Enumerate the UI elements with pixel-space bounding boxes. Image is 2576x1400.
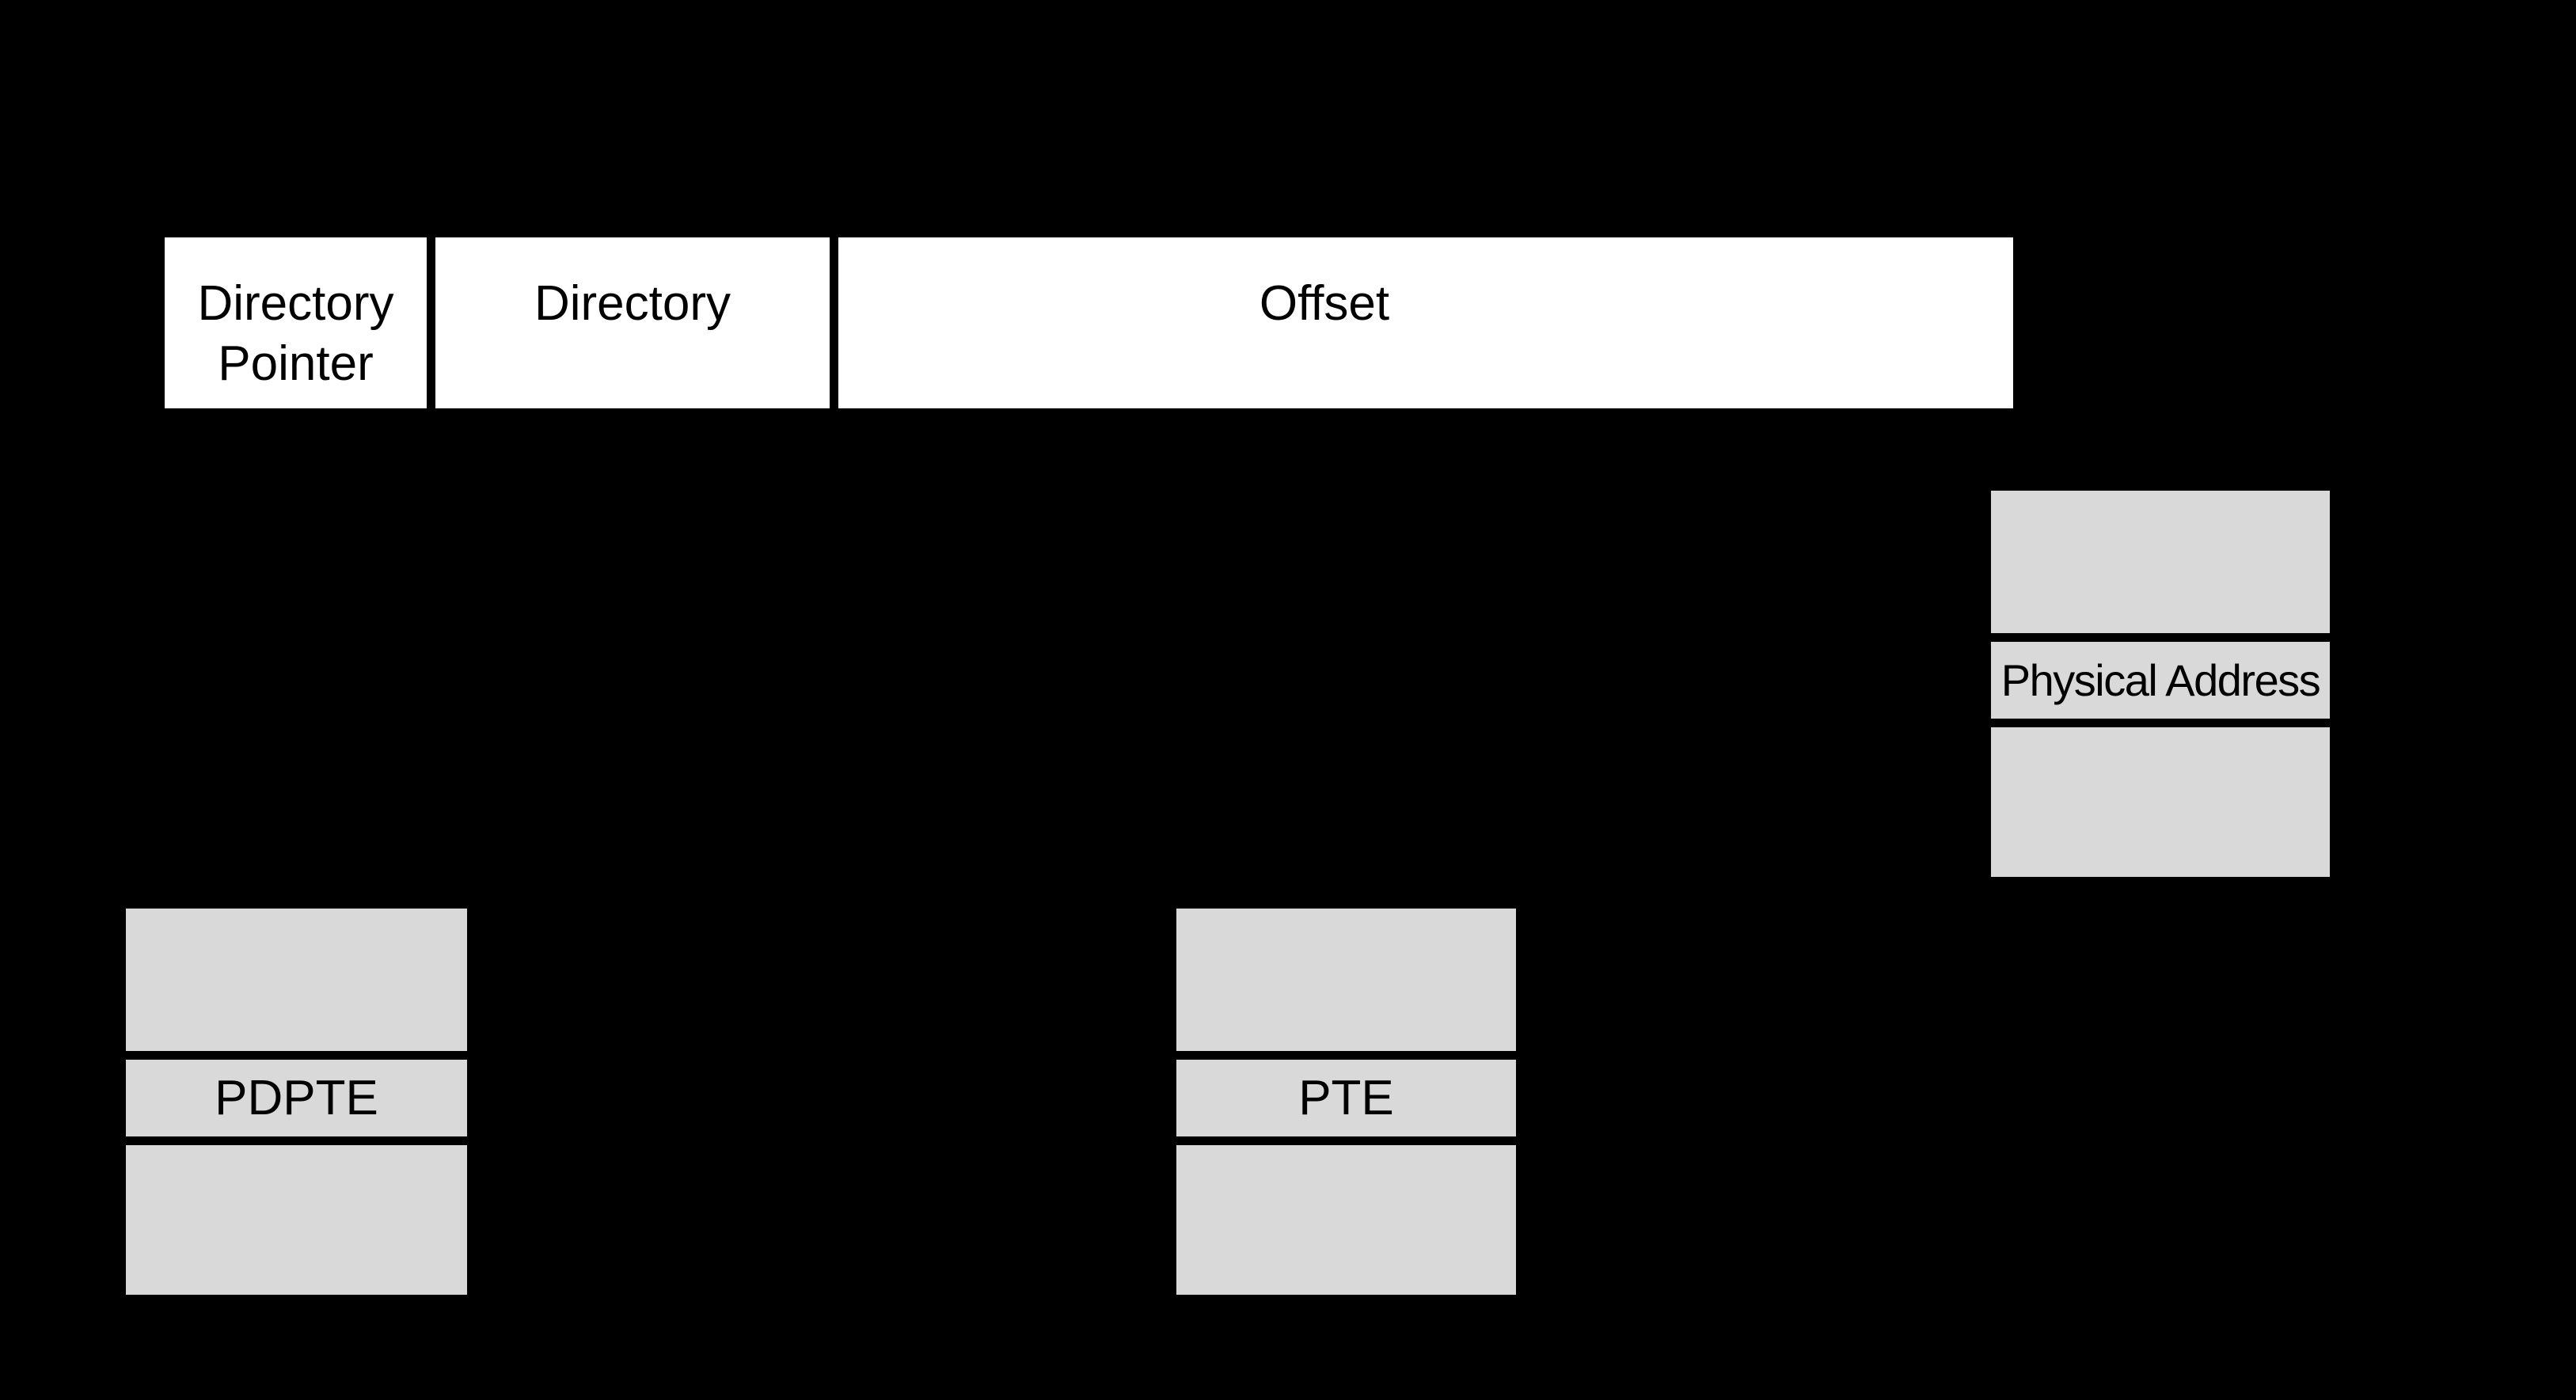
pte-column: PTE (1176, 909, 1516, 1295)
pdpte-segment-top (126, 909, 467, 1051)
pte-entry: PTE (1176, 1060, 1516, 1136)
physical-address-column: Physical Address (1991, 491, 2330, 877)
linear-address-box: Directory Pointer Directory Offset (165, 237, 2013, 408)
physical-address-segment-top (1991, 491, 2330, 633)
pte-segment-bottom (1176, 1145, 1516, 1295)
pdpte-column: PDPTE (126, 909, 467, 1295)
segment-gap (1176, 1136, 1516, 1145)
pte-segment-top (1176, 909, 1516, 1051)
field-offset: Offset (838, 237, 2013, 408)
segment-gap (126, 1136, 467, 1145)
segment-gap (1176, 1051, 1516, 1060)
field-divider (830, 237, 838, 408)
field-directory-label: Directory (534, 276, 731, 331)
segment-gap (1991, 719, 2330, 727)
field-directory-pointer-label: Directory Pointer (197, 276, 394, 391)
field-divider (427, 237, 435, 408)
field-offset-label: Offset (1259, 276, 1390, 331)
physical-address-entry: Physical Address (1991, 642, 2330, 719)
segment-gap (1991, 633, 2330, 642)
field-directory-pointer: Directory Pointer (165, 237, 427, 408)
pte-label: PTE (1298, 1070, 1394, 1125)
physical-address-label: Physical Address (2000, 654, 2321, 705)
field-directory: Directory (435, 237, 830, 408)
pdpte-entry: PDPTE (126, 1060, 467, 1136)
segment-gap (126, 1051, 467, 1060)
pdpte-segment-bottom (126, 1145, 467, 1295)
pdpte-label: PDPTE (215, 1070, 378, 1125)
physical-address-segment-bottom (1991, 727, 2330, 877)
